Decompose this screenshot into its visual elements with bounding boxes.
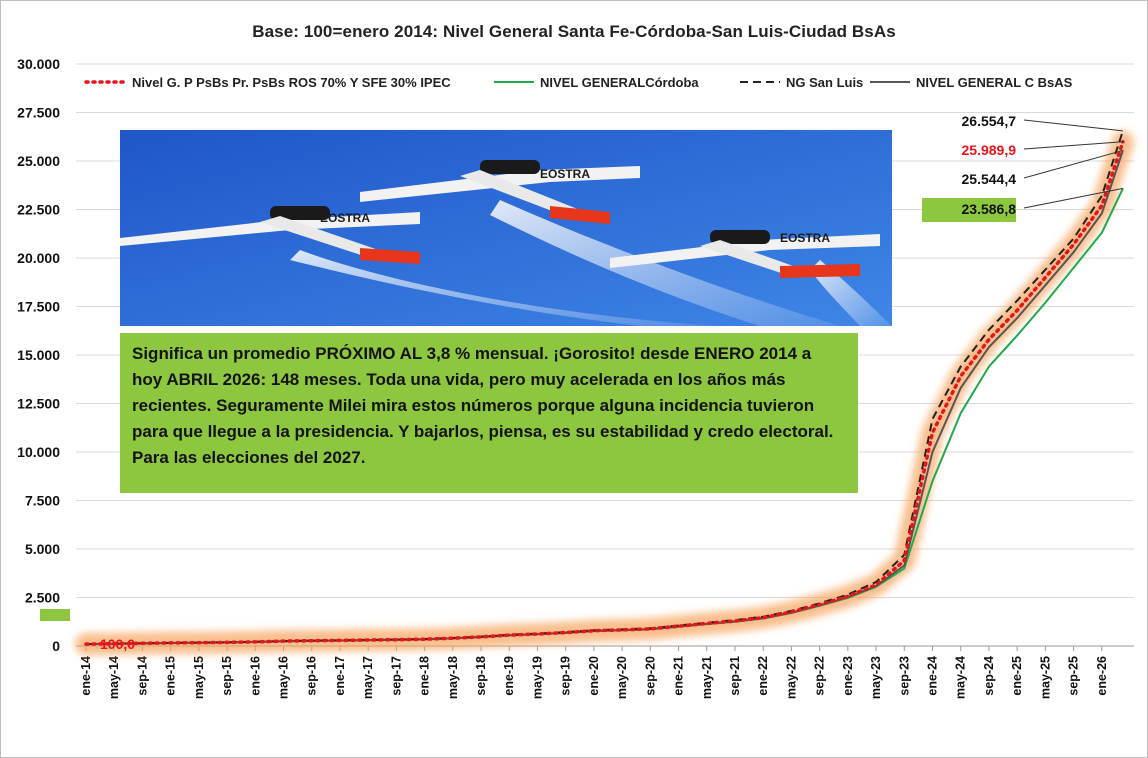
x-tick-label: ene-23 [841,656,855,696]
photo-aerobatic-planes: EOSTRA EOSTRA EOSTRA [120,130,892,326]
y-tick-label: 17.500 [17,299,60,315]
leader-line [1023,187,1124,209]
y-tick-label: 5.000 [25,541,60,557]
svg-text:EOSTRA: EOSTRA [320,211,370,225]
plane-right: EOSTRA [610,230,880,278]
legend-label: NIVEL GENERAL C BsAS [916,75,1073,90]
leader-line [1023,141,1123,150]
svg-text:EOSTRA: EOSTRA [780,231,830,245]
chart-title: Base: 100=enero 2014: Nivel General Sant… [252,22,896,41]
x-tick-label: sep-22 [813,656,827,696]
y-tick-label: 2.500 [25,590,60,606]
end-label-san-luis: 26.554,7 [962,113,1017,129]
leader-line [1023,119,1124,132]
x-tick-label: may-14 [107,656,121,699]
x-tick-label: may-19 [530,656,544,699]
x-tick-label: ene-16 [248,656,262,696]
plane-middle: EOSTRA [360,160,640,224]
x-tick-label: may-17 [361,656,375,699]
x-tick-label: sep-18 [474,656,488,696]
svg-text:EOSTRA: EOSTRA [540,167,590,181]
x-tick-label: sep-14 [135,656,149,696]
x-tick-label: sep-20 [643,656,657,696]
y-tick-label: 0 [52,638,60,654]
y-tick-label: 22.500 [17,202,60,218]
x-tick-label: may-22 [784,656,798,699]
x-tick-label: ene-22 [756,656,770,696]
end-label-santa-fe: 25.989,9 [962,142,1017,158]
x-tick-label: ene-15 [164,656,178,696]
x-tick-label: sep-25 [1067,656,1081,696]
x-tick-label: may-20 [615,656,629,699]
leader-line [1023,149,1124,179]
x-tick-label: ene-14 [79,656,93,696]
start-value-label: 100,0 [100,636,135,652]
x-tick-label: ene-17 [333,656,347,696]
series-line-santa-fe [84,140,1125,646]
y-tick-label: 30.000 [17,56,60,72]
end-label-caba: 25.544,4 [962,171,1017,187]
x-tick-label: ene-20 [587,656,601,696]
x-tick-label: may-23 [869,656,883,699]
end-label-background [922,198,1016,222]
x-tick-label: ene-24 [925,656,939,696]
x-tick-label: sep-16 [305,656,319,696]
x-tick-label: sep-17 [389,656,403,696]
x-tick-label: may-16 [277,656,291,699]
x-tick-label: sep-15 [220,656,234,696]
y-tick-label: 7.500 [25,493,60,509]
x-tick-label: sep-23 [897,656,911,696]
x-tick-label: may-21 [700,656,714,699]
x-tick-label: ene-25 [1010,656,1024,696]
legend-label: NIVEL GENERALCórdoba [540,75,699,90]
legend-label: Nivel G. P PsBs Pr. PsBs ROS 70% Y SFE 3… [132,75,451,90]
y-tick-label: 25.000 [17,153,60,169]
x-tick-label: may-24 [954,656,968,699]
green-marker [40,609,70,621]
plane-left: EOSTRA [120,206,420,264]
annotation-note-box: Significa un promedio PRÓXIMO AL 3,8 % m… [120,333,858,493]
x-tick-label: sep-24 [982,656,996,696]
x-tick-label: sep-19 [559,656,573,696]
x-tick-label: ene-21 [672,656,686,696]
legend-label: NG San Luis [786,75,863,90]
x-tick-label: ene-26 [1095,656,1109,696]
x-tick-label: ene-18 [418,656,432,696]
y-tick-label: 20.000 [17,250,60,266]
y-tick-label: 15.000 [17,347,60,363]
x-tick-label: may-18 [446,656,460,699]
y-tick-label: 27.500 [17,105,60,121]
x-tick-label: sep-21 [728,656,742,696]
x-tick-label: may-15 [192,656,206,699]
x-tick-label: may-25 [1038,656,1052,699]
x-tick-label: ene-19 [502,656,516,696]
end-label-cordoba: 23.586,8 [962,201,1017,217]
y-tick-label: 10.000 [17,444,60,460]
y-tick-label: 12.500 [17,396,60,412]
